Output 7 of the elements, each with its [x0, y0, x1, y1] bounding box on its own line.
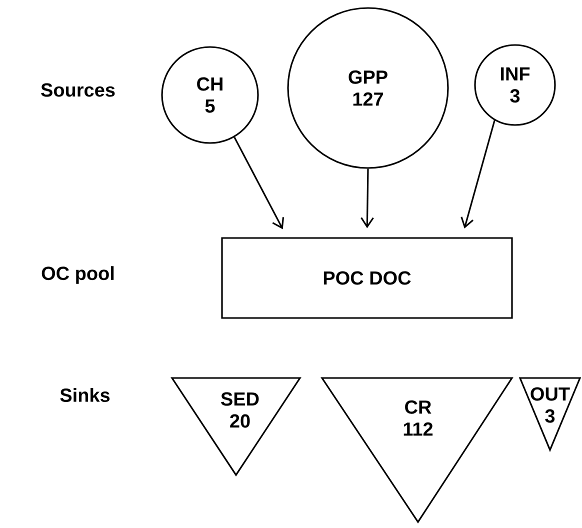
row-label: Sources	[41, 83, 115, 97]
arrow	[234, 136, 284, 230]
arrow	[460, 120, 496, 229]
row-label: OC pool	[42, 266, 114, 284]
arrow	[360, 168, 374, 228]
box: POC DOC	[221, 237, 513, 319]
row-label: Sinks	[60, 388, 110, 402]
